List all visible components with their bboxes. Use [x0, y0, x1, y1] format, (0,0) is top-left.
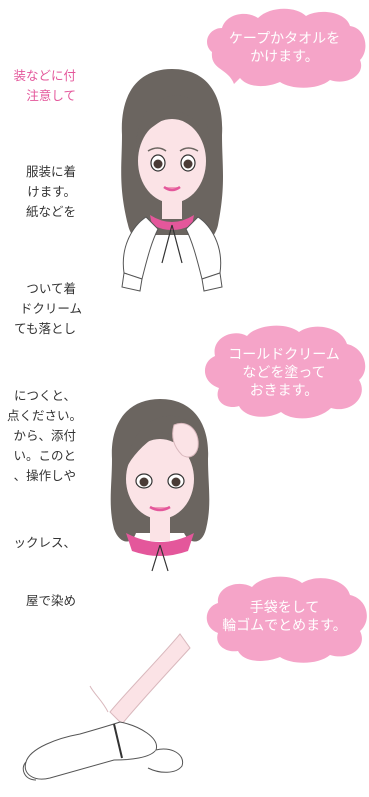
text-line: につくと、	[13, 388, 76, 403]
caution-line: 装などに付	[13, 68, 76, 83]
bubble-text: コールドクリーム などを塗って おきます。	[228, 347, 340, 399]
speech-bubble-cape: ケープかタオルを かけます。	[200, 6, 369, 90]
woman-cape-illustration	[121, 69, 223, 292]
caution-line: 注意して	[26, 88, 76, 103]
woman-cream-illustration	[110, 399, 210, 572]
bubble-text: 手袋をして 輪ゴムでとめます。	[222, 600, 347, 634]
text-line: ても落とし	[14, 321, 76, 336]
speech-bubble-cream: コールドクリーム などを塗って おきます。	[199, 322, 369, 422]
text-line: 紙などを	[25, 204, 76, 219]
text-line: ックレス、	[13, 535, 76, 550]
text-line: ドクリーム	[19, 301, 82, 316]
glove-hand-illustration	[22, 633, 191, 781]
speech-bubble-gloves: 手袋をして 輪ゴムでとめます。	[200, 573, 369, 663]
text-line: 、操作しや	[13, 468, 76, 483]
text-line: 点ください。	[6, 408, 82, 423]
text-line: から、添付	[13, 428, 76, 443]
text-line: ついて着	[26, 281, 76, 296]
text-line: い。このと	[13, 448, 76, 463]
text-line: けます。	[27, 184, 76, 199]
text-line: 服装に着	[25, 164, 76, 179]
bubble-text: ケープかタオルを かけます。	[228, 31, 341, 65]
text-line: 屋で染め	[25, 593, 76, 608]
